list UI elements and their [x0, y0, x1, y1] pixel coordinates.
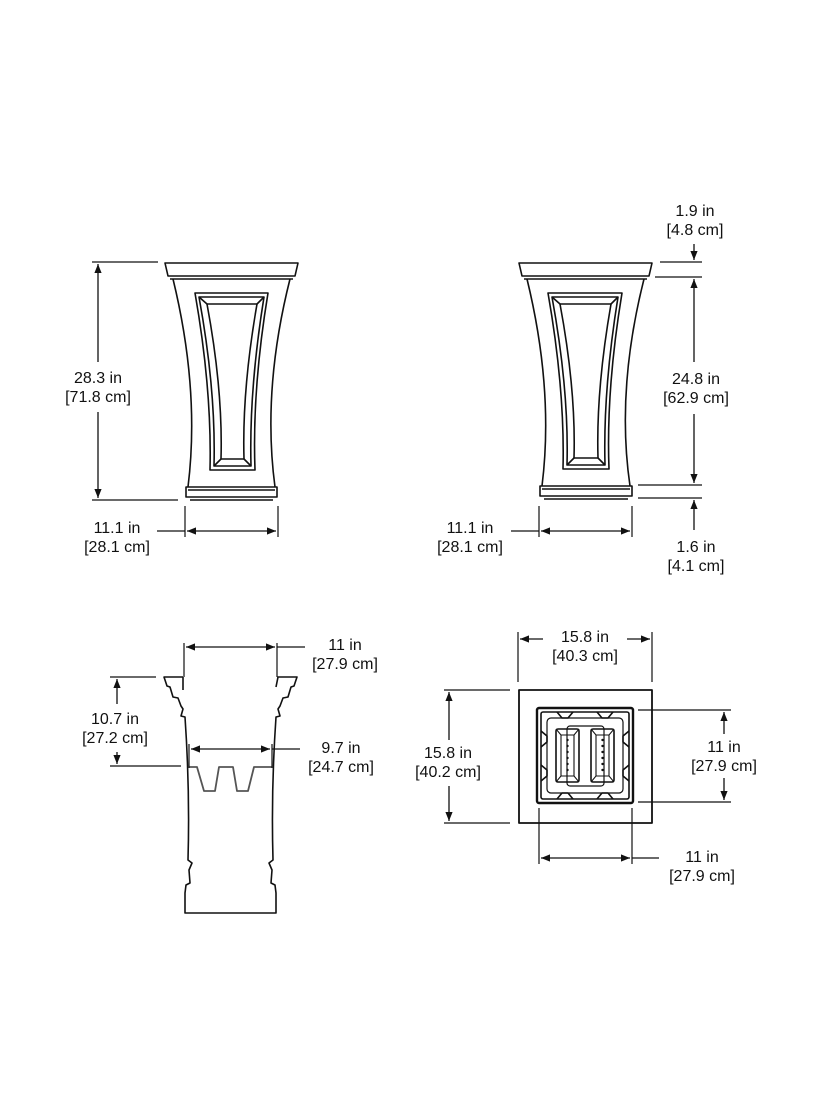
- insert-depth-label: 10.7 in [27.2 cm]: [82, 710, 148, 748]
- base-height-label: 1.6 in [4.1 cm]: [667, 538, 725, 576]
- rim-height-dim: [660, 244, 702, 263]
- top-depth-in: 15.8 in: [423, 745, 473, 762]
- opening-width-dim: [183, 643, 305, 677]
- insert-width-label: 9.7 in [24.7 cm]: [308, 739, 374, 777]
- side-view-planter: [518, 262, 653, 500]
- top-width-label: 15.8 in [40.3 cm]: [552, 628, 618, 666]
- inner-depth-cm: [27.9 cm]: [691, 758, 757, 775]
- drain-holes: [566, 738, 604, 772]
- insert-tray: [188, 766, 273, 792]
- body-height-cm: [62.9 cm]: [663, 390, 729, 407]
- inner-width-dim: [538, 808, 659, 864]
- inner-width-cm: [27.9 cm]: [669, 868, 735, 885]
- inner-width-label: 11 in [27.9 cm]: [669, 848, 735, 886]
- side-width-label: 11.1 in [28.1 cm]: [437, 519, 503, 557]
- insert-depth-cm: [27.2 cm]: [82, 730, 148, 747]
- top-depth-label: 15.8 in [40.2 cm]: [415, 744, 481, 782]
- base-height-in: 1.6 in: [676, 539, 716, 556]
- body-height-in: 24.8 in: [671, 371, 721, 388]
- top-width-cm: [40.3 cm]: [552, 648, 618, 665]
- top-width-in: 15.8 in: [560, 629, 610, 646]
- front-view-planter: [164, 262, 299, 501]
- opening-width-label: 11 in [27.9 cm]: [312, 636, 378, 674]
- side-width-cm: [28.1 cm]: [437, 539, 503, 556]
- inner-depth-dim: [638, 709, 731, 803]
- opening-width-cm: [27.9 cm]: [312, 656, 378, 673]
- body-height-dim: [638, 276, 702, 486]
- front-height-cm: [71.8 cm]: [65, 389, 131, 406]
- insert-width-cm: [24.7 cm]: [308, 759, 374, 776]
- rim-height-in: 1.9 in: [675, 203, 715, 220]
- inner-width-in: 11 in: [685, 849, 719, 866]
- front-height-label: 28.3 in [71.8 cm]: [65, 369, 131, 407]
- top-depth-cm: [40.2 cm]: [415, 764, 481, 781]
- top-width-dim: [517, 632, 653, 682]
- base-height-dim: [638, 497, 702, 530]
- inner-depth-label: 11 in [27.9 cm]: [691, 738, 757, 776]
- front-height-dim: [92, 261, 178, 501]
- body-height-label: 24.8 in [62.9 cm]: [663, 370, 729, 408]
- rim-height-cm: [4.8 cm]: [666, 222, 724, 239]
- insert-depth-in: 10.7 in: [90, 711, 140, 728]
- front-height-in: 28.3 in: [73, 370, 123, 387]
- insert-width-dim: [188, 744, 300, 768]
- insert-width-in: 9.7 in: [321, 740, 361, 757]
- front-width-dim: [157, 506, 279, 537]
- side-width-dim: [511, 506, 633, 537]
- opening-width-in: 11 in: [328, 637, 362, 654]
- top-depth-dim: [444, 689, 510, 824]
- base-height-cm: [4.1 cm]: [667, 558, 725, 575]
- rim-height-label: 1.9 in [4.8 cm]: [666, 202, 724, 240]
- front-width-cm: [28.1 cm]: [84, 539, 150, 556]
- insert-depth-dim: [110, 676, 181, 767]
- section-view-planter: [163, 676, 298, 914]
- front-width-label: 11.1 in [28.1 cm]: [84, 519, 150, 557]
- inner-depth-in: 11 in: [707, 739, 741, 756]
- front-width-in: 11.1 in: [93, 520, 141, 537]
- side-width-in: 11.1 in: [446, 520, 494, 537]
- top-view-planter: [518, 689, 653, 824]
